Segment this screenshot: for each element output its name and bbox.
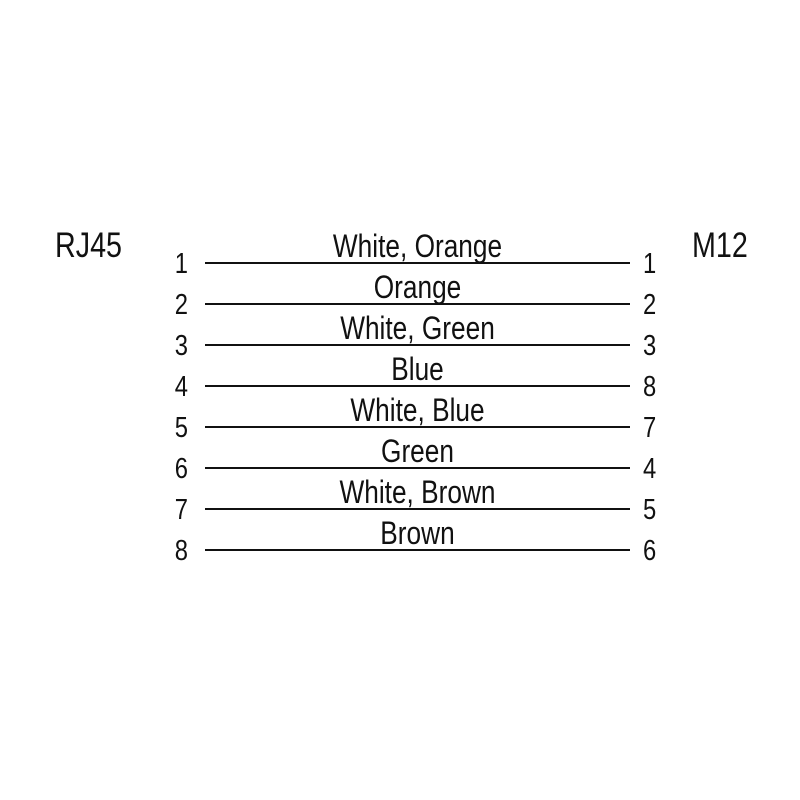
wire-color-label: White, Orange — [332, 228, 503, 264]
wire-row: 6 Green 4 — [0, 427, 800, 484]
wire-line — [205, 344, 630, 346]
wire-line — [205, 303, 630, 305]
pin-number-left: 1 — [174, 248, 188, 280]
wire-color-label: Green — [381, 433, 454, 469]
wire-row: 1 White, Orange 1 — [0, 222, 800, 279]
wire-color-label: White, Brown — [339, 474, 496, 510]
wire-line — [205, 262, 630, 264]
pin-number-right: 4 — [643, 453, 657, 485]
wire-line — [205, 426, 630, 428]
wire-line — [205, 467, 630, 469]
pin-number-left: 7 — [174, 494, 188, 526]
pin-number-right: 2 — [643, 289, 657, 321]
left-connector-label: RJ45 — [55, 226, 123, 265]
pin-number-left: 3 — [174, 330, 188, 362]
wire-color-label: White, Blue — [350, 392, 485, 428]
pin-number-right: 1 — [643, 248, 657, 280]
pin-number-right: 5 — [643, 494, 657, 526]
pin-number-left: 8 — [174, 535, 188, 567]
wire-row: 4 Blue 8 — [0, 345, 800, 402]
pin-number-right: 3 — [643, 330, 657, 362]
wire-line — [205, 385, 630, 387]
wire-row: 8 Brown 6 — [0, 509, 800, 566]
wire-line — [205, 508, 630, 510]
pin-number-left: 5 — [174, 412, 188, 444]
pin-number-right: 6 — [643, 535, 657, 567]
wire-row: 2 Orange 2 — [0, 263, 800, 320]
wire-color-label: Orange — [373, 269, 462, 305]
pin-number-right: 8 — [643, 371, 657, 403]
pin-number-left: 2 — [174, 289, 188, 321]
wire-rows: 1 White, Orange 1 2 Orange 2 3 White, Gr… — [0, 222, 800, 566]
wire-color-label: Blue — [391, 351, 444, 387]
wire-row: 7 White, Brown 5 — [0, 468, 800, 525]
right-connector-label: M12 — [692, 226, 748, 265]
pin-number-right: 7 — [643, 412, 657, 444]
pin-number-left: 4 — [174, 371, 188, 403]
wire-row: 5 White, Blue 7 — [0, 386, 800, 443]
wire-row: 3 White, Green 3 — [0, 304, 800, 361]
pin-number-left: 6 — [174, 453, 188, 485]
wire-color-label: Brown — [380, 515, 455, 551]
wire-line — [205, 549, 630, 551]
wire-color-label: White, Green — [340, 310, 495, 346]
